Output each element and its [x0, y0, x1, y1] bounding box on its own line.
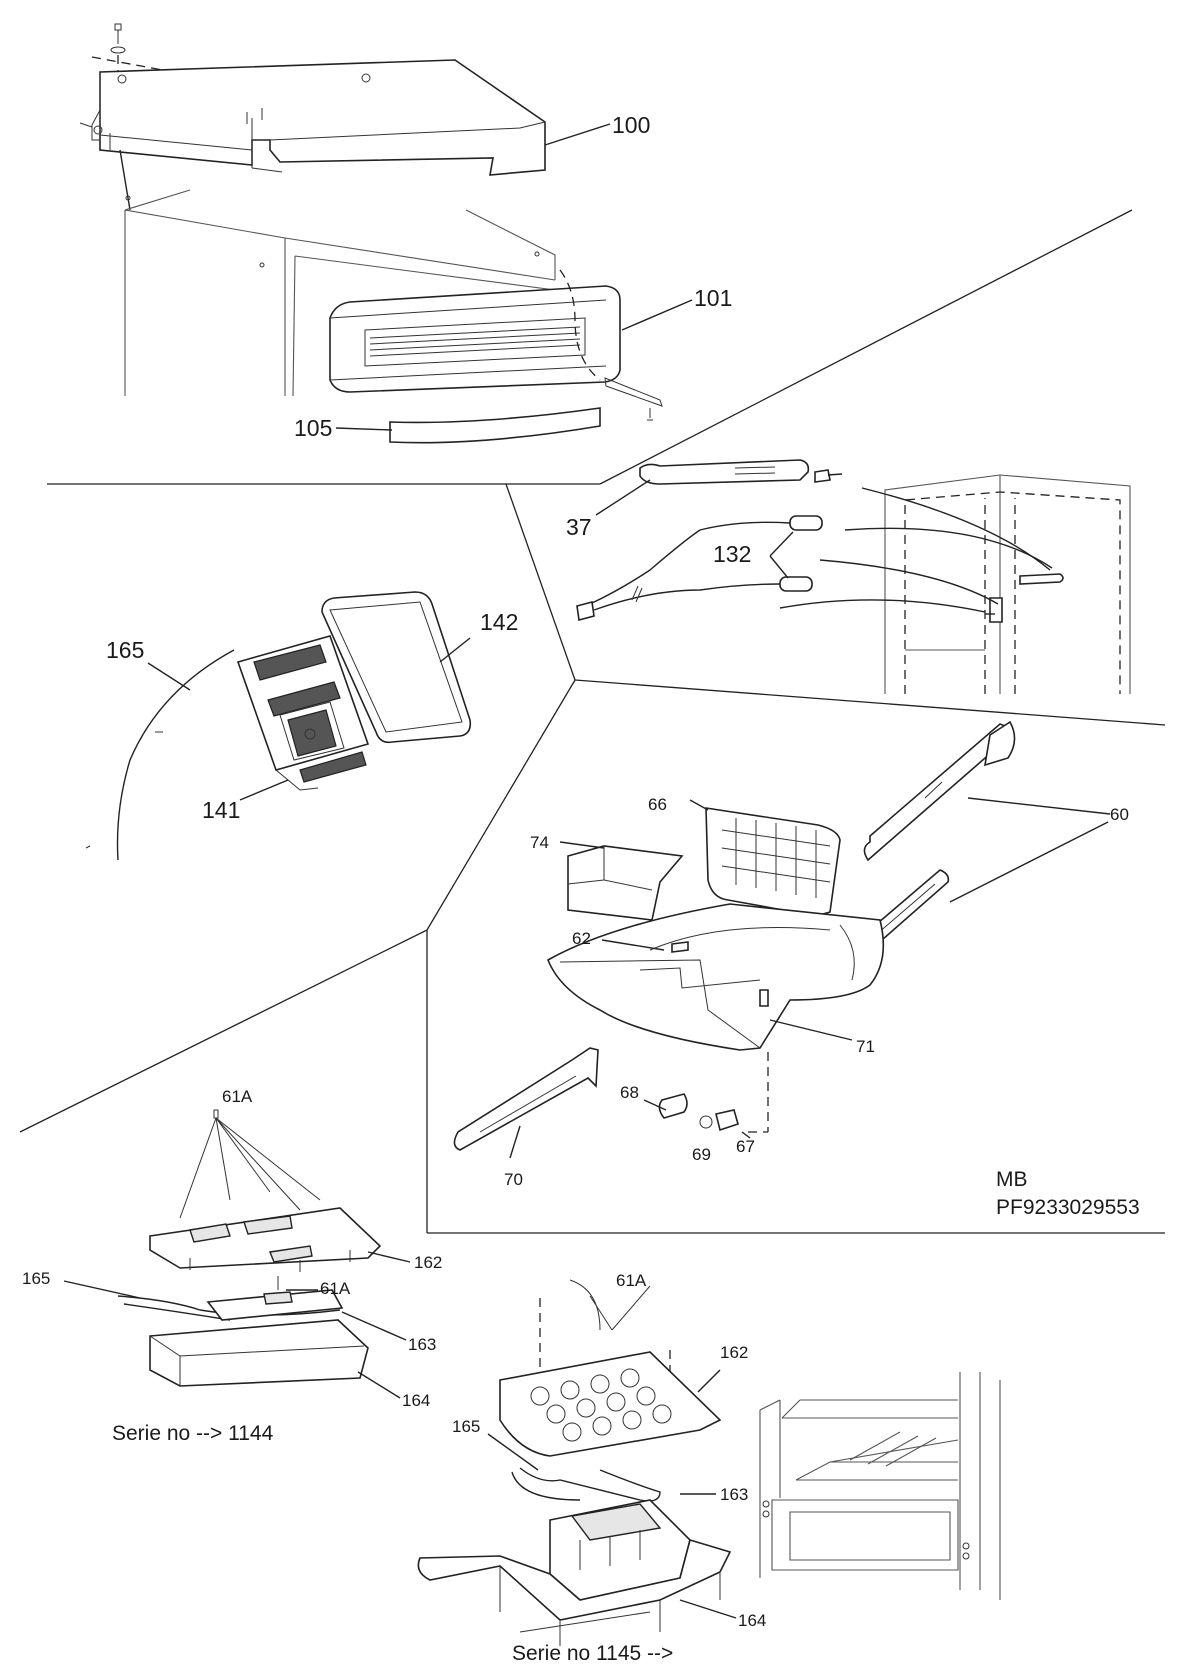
label-132: 132 [713, 541, 751, 567]
leader-lines-top [335, 123, 693, 431]
wire-165-left [85, 649, 235, 861]
cover-142 [321, 591, 472, 744]
routing-arrows [779, 487, 1053, 615]
freezer-view [759, 1372, 1001, 1600]
label-67: 67 [736, 1137, 755, 1156]
label-163-new: 163 [720, 1485, 748, 1504]
trim-strip-105 [389, 407, 601, 444]
leader-lines-sensors [595, 479, 794, 579]
label-101: 101 [694, 285, 732, 311]
label-162-new: 162 [720, 1343, 748, 1362]
label-105: 105 [294, 415, 332, 441]
duct-rail-60 [856, 720, 1016, 956]
label-68: 68 [620, 1083, 639, 1102]
label-60: 60 [1110, 805, 1129, 824]
label-162-old: 162 [414, 1253, 442, 1272]
label-62: 62 [572, 929, 591, 948]
cabinet-top [124, 189, 556, 397]
label-165-left: 165 [106, 637, 144, 663]
pcb-assembly-old [63, 1109, 382, 1387]
sensor-bracket-37 [639, 459, 843, 485]
leader-lines-new-pcb [487, 1369, 737, 1619]
top-cover-100 [79, 23, 546, 211]
duct-body [546, 903, 885, 1051]
label-66: 66 [648, 795, 667, 814]
pcb-assembly-new [417, 1279, 732, 1646]
fridge-interior-view [884, 474, 1131, 694]
label-141: 141 [202, 797, 240, 823]
label-61a-mid: 61A [320, 1279, 351, 1298]
sensor-cables-132 [576, 515, 823, 622]
serie-note-new: Serie no 1145 --> [512, 1642, 673, 1665]
filter-74 [567, 845, 684, 921]
label-70: 70 [504, 1170, 523, 1189]
label-74: 74 [530, 833, 549, 852]
label-165-old: 165 [22, 1269, 50, 1288]
label-164-old: 164 [402, 1391, 430, 1410]
control-panel-101 [329, 269, 663, 421]
label-163-old: 163 [408, 1335, 436, 1354]
notes: MB PF9233029553 Serie no --> 1144 Serie … [112, 1168, 1140, 1665]
label-61a-top: 61A [222, 1087, 253, 1106]
label-100: 100 [612, 112, 650, 138]
label-69: 69 [692, 1145, 711, 1164]
label-71: 71 [856, 1037, 875, 1056]
label-61a-new: 61A [616, 1271, 647, 1290]
leader-lines-old-pcb [286, 1251, 411, 1399]
leader-lines-duct [509, 797, 1111, 1159]
label-164-new: 164 [738, 1611, 766, 1630]
section-dividers [19, 209, 1166, 1234]
damper-parts-67-68-69 [658, 1052, 769, 1133]
callout-labels: 100 101 105 37 132 165 142 141 60 66 74 … [22, 112, 1129, 1630]
model-code-pf: PF9233029553 [996, 1196, 1140, 1219]
serie-note-old: Serie no --> 1144 [112, 1422, 274, 1445]
model-code-mb: MB [996, 1168, 1028, 1191]
slider-70 [453, 1047, 599, 1151]
board-141 [236, 635, 370, 791]
grille-66 [705, 807, 841, 917]
label-165-new: 165 [452, 1417, 480, 1436]
label-37: 37 [566, 514, 592, 540]
leader-lines-left [147, 637, 471, 801]
label-142: 142 [480, 609, 518, 635]
